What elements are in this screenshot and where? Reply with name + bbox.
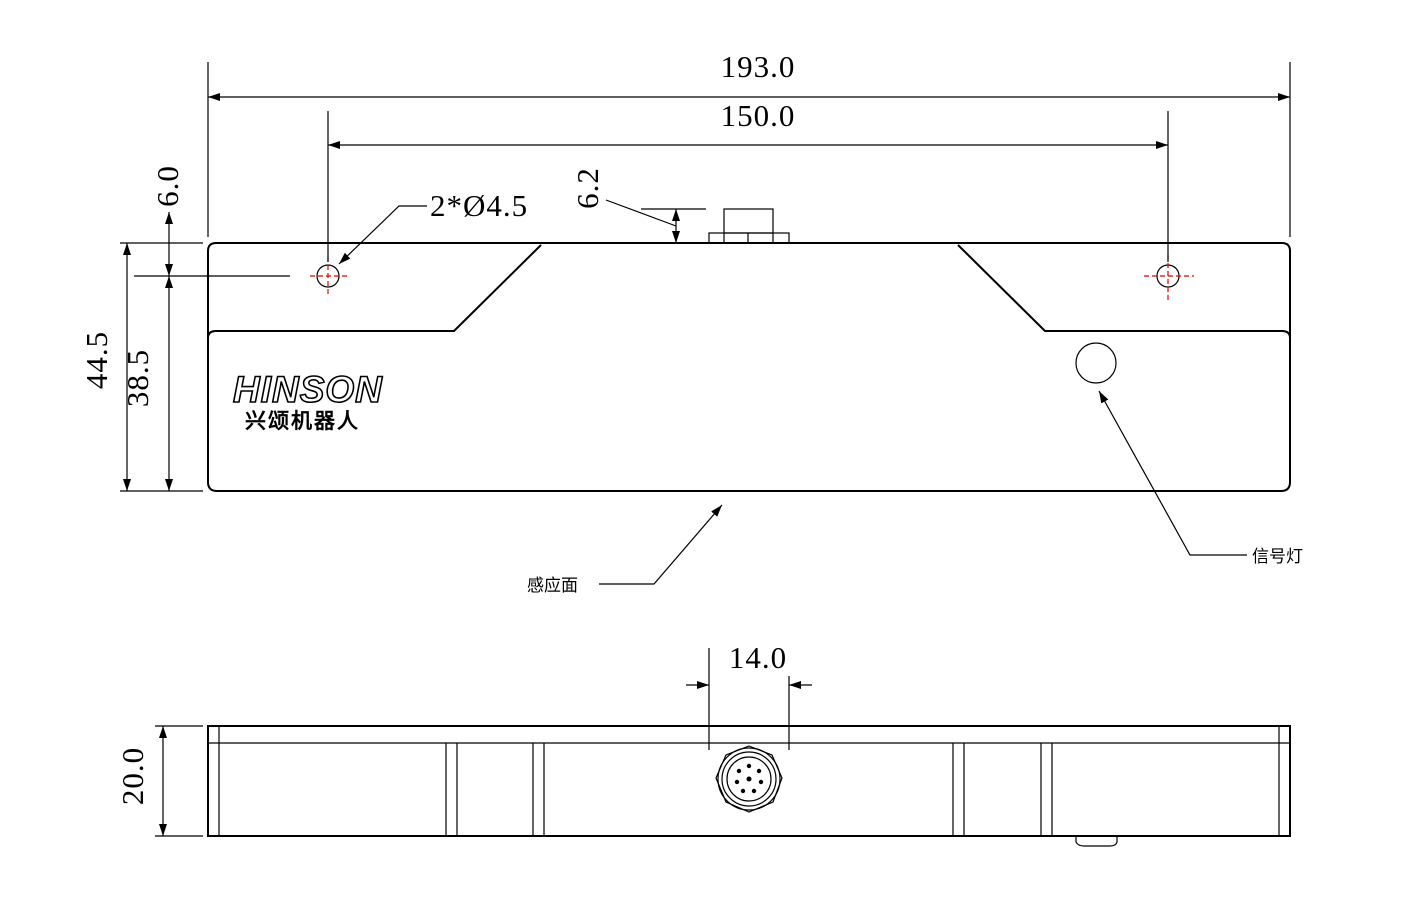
logo-brand: HINSON xyxy=(233,369,383,410)
connector-top xyxy=(708,208,790,244)
dim-body-height: 38.5 xyxy=(120,349,155,407)
leader-signal-light xyxy=(1098,390,1247,556)
dim-connector-height: 6.2 xyxy=(570,167,605,209)
brand-logo: HINSON 兴颂机器人 xyxy=(232,368,383,433)
dim-hole-offset: 6.0 xyxy=(150,165,185,207)
face-step-line xyxy=(207,244,1291,339)
leader-sensing-face xyxy=(599,504,723,585)
side-body-outline xyxy=(207,725,1291,837)
dim-thickness: 20.0 xyxy=(115,747,150,805)
leader-connector-height xyxy=(605,199,677,227)
dim-total-height: 44.5 xyxy=(79,331,114,389)
body-outline xyxy=(207,242,1291,492)
connector-face xyxy=(715,745,783,813)
dim-connector-width: 14.0 xyxy=(729,640,787,675)
label-sensing-face: 感应面 xyxy=(527,576,578,596)
leader-holes xyxy=(338,205,427,265)
bottom-nub xyxy=(1075,837,1118,847)
label-signal-light: 信号灯 xyxy=(1252,547,1303,567)
side-view: 14.0 20.0 xyxy=(115,640,1291,847)
logo-subtitle: 兴颂机器人 xyxy=(245,409,360,433)
dim-overall-width: 193.0 xyxy=(721,49,796,84)
dim-holes: 2*Ø4.5 xyxy=(430,188,528,223)
dim-hole-spacing: 150.0 xyxy=(721,98,796,133)
signal-light xyxy=(1075,342,1117,384)
top-view: HINSON 兴颂机器人 193.0 150.0 2*Ø4.5 6.2 6.0 … xyxy=(79,49,1303,596)
